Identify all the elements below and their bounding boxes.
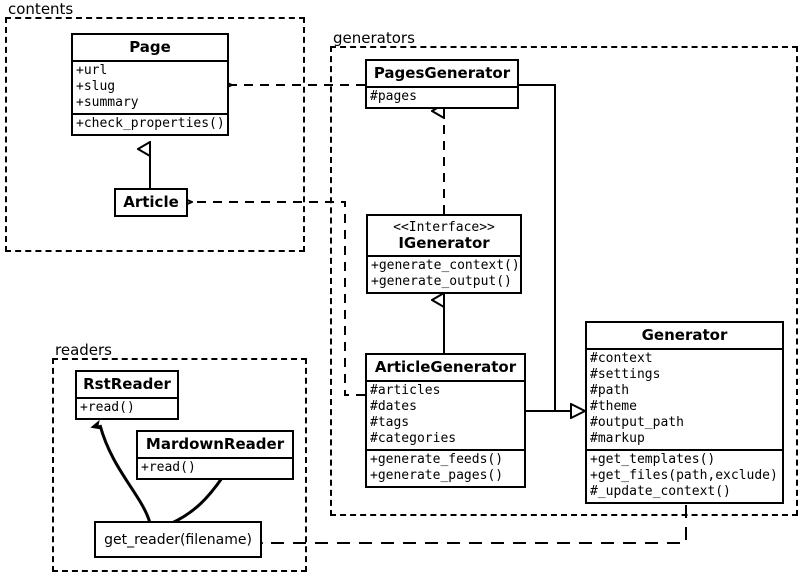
class-generator-title: Generator <box>641 326 728 344</box>
class-pagesgenerator[interactable]: PagesGenerator #pages <box>365 59 519 109</box>
package-readers <box>52 358 307 572</box>
class-member: #context <box>590 351 653 366</box>
class-member: #_update_context() <box>590 484 731 499</box>
class-articlegenerator[interactable]: ArticleGenerator #articles #dates #tags … <box>365 353 526 488</box>
class-igenerator-title: <<Interface>> IGenerator <box>368 216 520 255</box>
class-member: +generate_feeds() <box>370 452 504 467</box>
class-member: #dates <box>370 399 417 414</box>
class-mardownreader[interactable]: MardownReader +read() <box>136 430 294 480</box>
class-generator-operations: +get_templates() +get_files(path,exclude… <box>587 449 782 502</box>
class-mardownreader-operations: +read() <box>138 457 292 478</box>
class-member: #path <box>590 383 630 398</box>
class-page-title: Page <box>129 38 171 56</box>
function-get-reader-label: get_reader(filename) <box>104 531 252 548</box>
package-contents-label: contents <box>6 1 77 17</box>
class-member: +url <box>76 63 108 78</box>
class-member: #theme <box>590 399 637 414</box>
class-member: #settings <box>590 367 661 382</box>
function-get-reader[interactable]: get_reader(filename) <box>94 521 262 558</box>
class-page[interactable]: Page +url +slug +summary +check_properti… <box>71 33 229 136</box>
class-mardownreader-title: MardownReader <box>145 435 285 453</box>
class-igenerator-name: IGenerator <box>398 234 490 252</box>
class-member: #tags <box>370 415 410 430</box>
class-articlegenerator-operations: +generate_feeds() +generate_pages() <box>367 449 524 486</box>
class-member: +get_files(path,exclude) <box>590 468 778 483</box>
package-contents <box>5 17 305 252</box>
class-member: +generate_pages() <box>370 468 504 483</box>
class-igenerator[interactable]: <<Interface>> IGenerator +generate_conte… <box>366 214 522 294</box>
class-member: #markup <box>590 431 645 446</box>
class-rstreader-title: RstReader <box>83 375 171 393</box>
package-generators-label: generators <box>331 30 418 46</box>
class-member: +read() <box>80 400 135 415</box>
class-generator[interactable]: Generator #context #settings #path #them… <box>585 321 784 504</box>
class-rstreader[interactable]: RstReader +read() <box>75 370 179 420</box>
class-member: +slug <box>76 79 116 94</box>
class-member: +read() <box>141 460 196 475</box>
class-member: +get_templates() <box>590 452 716 467</box>
class-igenerator-operations: +generate_context() +generate_output() <box>368 255 520 292</box>
class-page-operations: +check_properties() <box>73 113 227 134</box>
class-member: +generate_context() <box>371 258 520 273</box>
class-articlegenerator-title: ArticleGenerator <box>374 358 517 376</box>
class-article[interactable]: Article <box>114 188 188 217</box>
class-member: #pages <box>370 89 417 104</box>
class-member: +check_properties() <box>76 116 225 131</box>
class-member: #articles <box>370 383 441 398</box>
class-member: +summary <box>76 95 139 110</box>
class-member: #categories <box>370 431 457 446</box>
class-pagesgenerator-attributes: #pages <box>367 86 517 107</box>
class-article-title: Article <box>123 193 179 211</box>
class-member: +generate_output() <box>371 274 512 289</box>
class-rstreader-operations: +read() <box>77 397 177 418</box>
class-pagesgenerator-title: PagesGenerator <box>373 64 511 82</box>
package-readers-label: readers <box>53 342 115 358</box>
class-page-attributes: +url +slug +summary <box>73 60 227 113</box>
class-igenerator-stereotype: <<Interface>> <box>393 220 495 235</box>
class-generator-attributes: #context #settings #path #theme #output_… <box>587 348 782 449</box>
class-articlegenerator-attributes: #articles #dates #tags #categories <box>367 380 524 449</box>
class-member: #output_path <box>590 415 684 430</box>
